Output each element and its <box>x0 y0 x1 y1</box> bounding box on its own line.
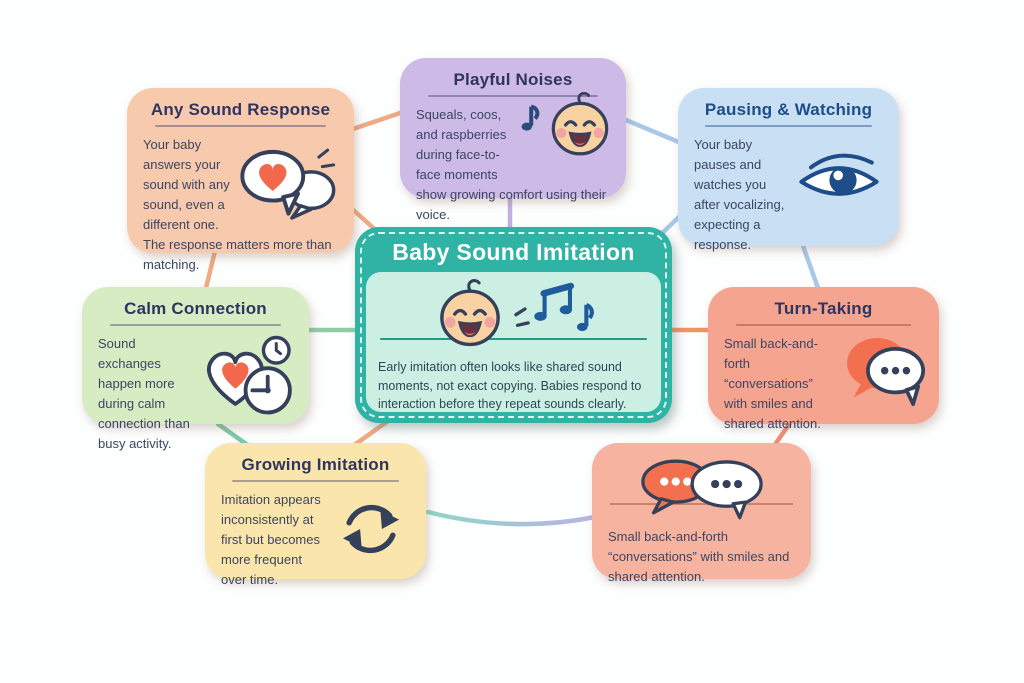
card-title: Pausing & Watching <box>704 100 873 119</box>
music-notes-icon <box>511 280 597 347</box>
title-divider <box>705 125 872 127</box>
title-divider <box>735 324 912 326</box>
card-playful-noises: Playful Noises <box>400 58 626 222</box>
eye-icon <box>795 145 883 211</box>
baby-face-music-note-icon <box>520 89 616 171</box>
title-divider <box>232 480 399 482</box>
card-conversations: Small back-and-forth “conversations” wit… <box>592 443 811 584</box>
chat-bubbles-icon <box>837 330 929 414</box>
card-growing-imitation: Growing Imitation Imitation appears inco… <box>205 443 426 587</box>
diagram-title: Baby Sound Imitation <box>392 239 635 265</box>
circular-arrows-icon <box>330 490 412 574</box>
baby-face-icon <box>431 276 509 357</box>
card-text: Your baby answers your sound with any so… <box>143 136 332 272</box>
title-divider <box>109 324 282 326</box>
card-text: Squeals, coos, and raspberries during fa… <box>416 106 607 222</box>
card-title: Any Sound Response <box>150 100 331 119</box>
title-divider <box>427 95 599 97</box>
center-card-baby-sound-imitation: Baby Sound Imitation <box>355 227 672 423</box>
card-title: Growing Imitation <box>241 455 390 474</box>
card-text: Sound exchanges happen more during calm … <box>98 335 190 451</box>
card-title: Calm Connection <box>124 299 267 318</box>
card-text: Imitation appears inconsistently at firs… <box>221 491 321 587</box>
icon-divider-line <box>610 503 793 505</box>
card-turn-taking: Turn-Taking Small back-and-forth “conver… <box>708 287 939 431</box>
center-inner-panel: Early imitation often looks like shared … <box>366 272 661 412</box>
card-text: Small back-and-forth “conversations” wit… <box>608 529 790 585</box>
title-divider <box>154 125 327 127</box>
chat-bubbles-dots-icon <box>634 457 770 521</box>
heart-bubble-clock-icon <box>197 332 295 424</box>
card-title: Playful Noises <box>453 70 573 89</box>
speech-bubbles-heart-icon <box>238 139 338 229</box>
card-text: Small back-and-forth “conversations” wit… <box>724 335 821 431</box>
card-title: Turn-Taking <box>774 299 873 318</box>
card-pausing-watching: Pausing & Watching Your baby pauses and … <box>678 88 899 252</box>
center-divider-line <box>380 338 647 340</box>
center-text: Early imitation often looks like shared … <box>378 360 642 411</box>
card-text: Your baby pauses and watches you after v… <box>694 136 785 252</box>
card-any-sound-response: Any Sound Response Your baby answers you… <box>127 88 354 272</box>
card-calm-connection: Calm Connection Sound exchanges happen m… <box>82 287 309 451</box>
